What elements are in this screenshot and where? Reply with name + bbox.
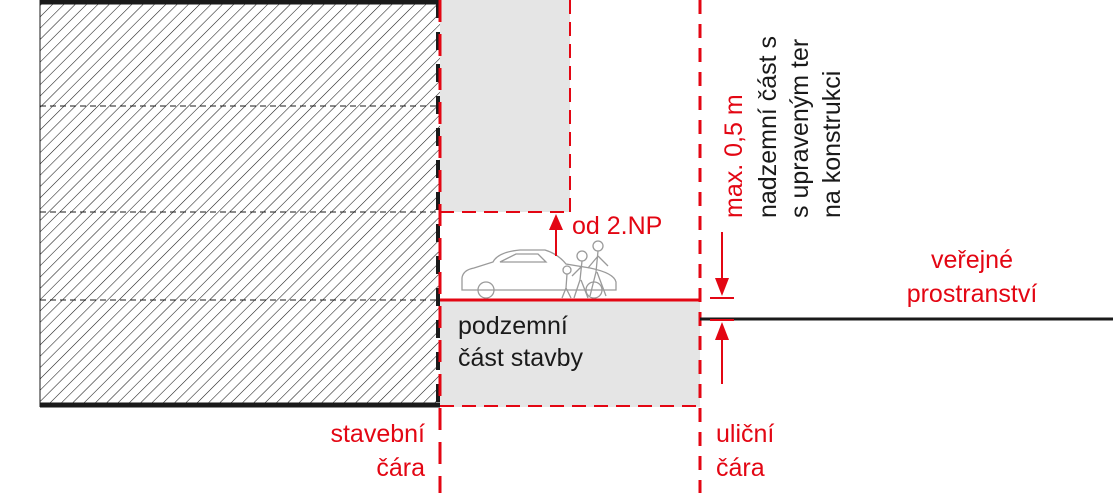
car-outline-icon <box>461 249 617 299</box>
label-ulicni-cara: čára <box>716 454 765 482</box>
down-arrow-icon <box>715 278 729 296</box>
label-nadzemni: nadzemní část s s upraveným ter na konst… <box>754 36 846 218</box>
upper-floor-volume <box>440 0 571 213</box>
label-nadzemni-line1: nadzemní část s <box>754 36 782 218</box>
label-nadzemni-line2: s upraveným ter <box>786 39 814 218</box>
label-stavebni: stavební <box>330 420 425 448</box>
up-arrow-icon <box>715 322 729 340</box>
label-od-2np: od 2.NP <box>572 212 662 240</box>
label-cast-stavby: část stavby <box>458 344 584 372</box>
label-max-05m: max. 0,5 m <box>720 94 748 218</box>
underground-part <box>440 298 700 407</box>
up-arrow-icon <box>549 214 563 256</box>
label-podzemni: podzemní <box>458 312 568 340</box>
label-prostranstvi: prostranství <box>907 280 1038 308</box>
label-ulicni: uliční <box>716 420 774 448</box>
label-stavebni-cara: čára <box>376 454 425 482</box>
label-nadzemni-line3: na konstrukci <box>818 71 846 218</box>
label-verejne: veřejné <box>931 246 1013 274</box>
existing-building <box>39 0 440 408</box>
people-outline-icon <box>561 240 609 299</box>
height-dimension <box>710 232 734 384</box>
